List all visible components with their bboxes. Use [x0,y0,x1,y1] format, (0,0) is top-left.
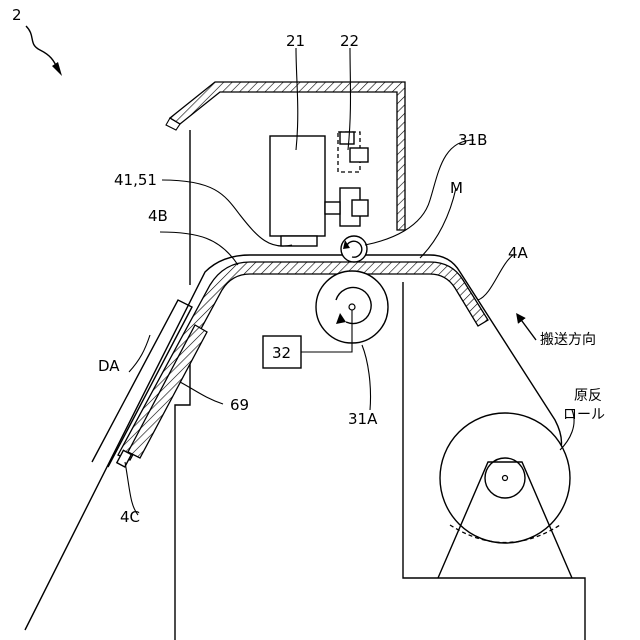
label-controller: 32 [272,344,291,362]
label-dryer: DA [98,357,120,375]
machine-body [175,130,585,640]
label-guide-4a: 4A [508,244,529,262]
label-feed-roller: 31A [348,410,378,428]
platen [118,262,488,460]
pinch-roller [341,236,367,262]
sensor-unit [325,132,368,226]
label-guide-4b: 4B [148,207,168,225]
label-sensor: 22 [340,32,359,50]
motor-base [281,236,317,246]
motor-box [270,136,325,236]
label-medium: M [450,179,463,197]
figure-pointer [26,26,58,70]
label-dryer-part: 69 [230,396,249,414]
label-heater: 41,51 [114,171,157,189]
label-feed-direction: 搬送方向 [540,332,596,348]
figure-pointer-head [52,62,62,76]
feed-direction-arrow [519,317,536,340]
label-guide-4c: 4C [120,508,140,526]
label-pinch-roller: 31B [458,131,487,149]
label-motor: 21 [286,32,305,50]
figure-number: 2 [12,6,22,24]
label-roll-line2: ロール [563,407,605,423]
label-roll-line1: 原反 [574,388,602,404]
raw-roll [438,413,572,578]
